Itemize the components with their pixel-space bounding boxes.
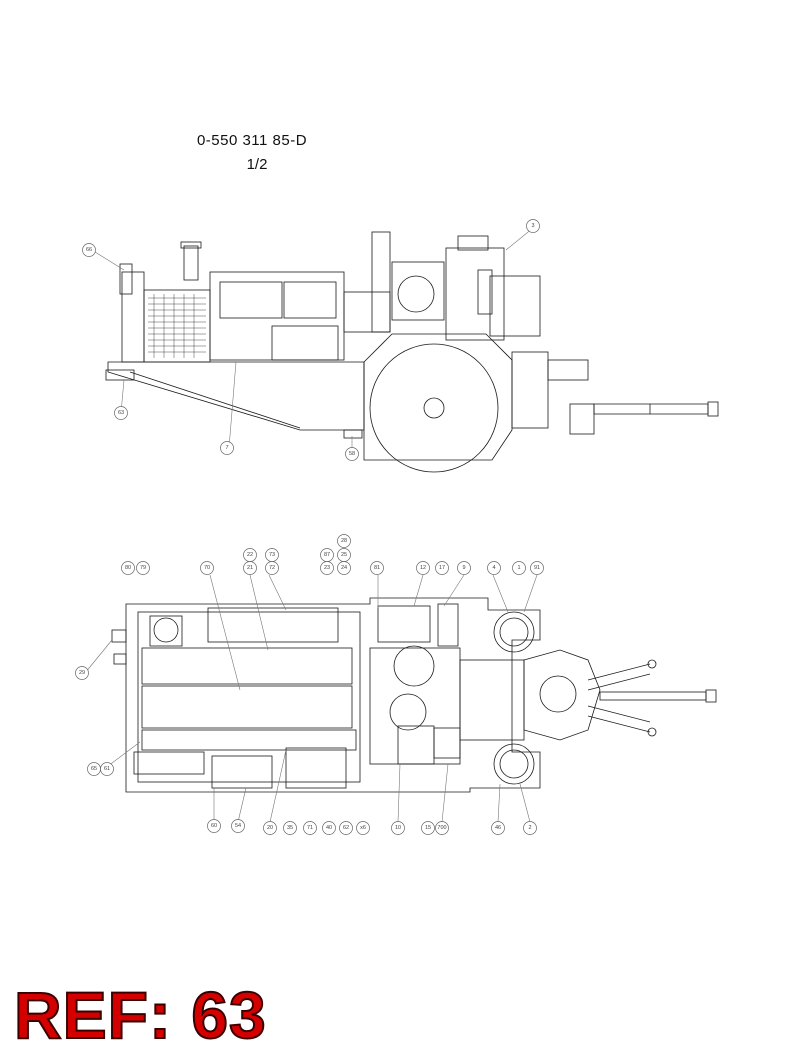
callout-balloon: 25: [337, 548, 351, 562]
callout-balloon: 20: [263, 821, 277, 835]
svg-text:58: 58: [349, 451, 355, 457]
top-view-callouts: 28 87 25 22 73 23 24 81 12 17 9 4 1 91 8…: [75, 534, 544, 835]
callout-balloon: 2: [523, 821, 537, 835]
callout-balloon: 46: [491, 821, 505, 835]
svg-text:15: 15: [425, 825, 431, 831]
svg-text:28: 28: [341, 538, 347, 544]
svg-text:17: 17: [439, 565, 445, 571]
callout-balloon: 4: [487, 561, 501, 575]
callout-balloon: 28: [337, 534, 351, 548]
svg-text:65: 65: [91, 766, 97, 772]
svg-text:23: 23: [324, 565, 330, 571]
callout-balloon: 10: [391, 821, 405, 835]
callout-balloon: 71: [303, 821, 317, 835]
svg-text:9: 9: [462, 565, 465, 571]
callout-balloon: 21: [243, 561, 257, 575]
svg-text:29: 29: [79, 670, 85, 676]
callout-balloon: 79: [136, 561, 150, 575]
svg-text:91: 91: [534, 565, 540, 571]
svg-text:66: 66: [86, 247, 92, 253]
callout-balloon: 60: [207, 819, 221, 833]
svg-text:12: 12: [420, 565, 426, 571]
svg-text:62: 62: [343, 825, 349, 831]
svg-text:35: 35: [287, 825, 293, 831]
svg-text:1: 1: [517, 565, 520, 571]
svg-text:20: 20: [267, 825, 273, 831]
svg-text:71: 71: [307, 825, 313, 831]
side-view: [105, 231, 719, 473]
callout-balloon: 15: [421, 821, 435, 835]
callout-balloon: 72: [265, 561, 279, 575]
callout-balloon: 70: [200, 561, 214, 575]
callout-balloon: 9: [457, 561, 471, 575]
svg-text:79: 79: [140, 565, 146, 571]
svg-text:10: 10: [395, 825, 401, 831]
callout-balloon: 35: [283, 821, 297, 835]
callout-balloon: 24: [337, 561, 351, 575]
svg-text:2: 2: [528, 825, 531, 831]
svg-text:x6: x6: [360, 825, 366, 831]
svg-text:25: 25: [341, 552, 347, 558]
callout-balloon: 22: [243, 548, 257, 562]
svg-text:70: 70: [204, 565, 210, 571]
document-number: 0-550 311 85-D: [196, 132, 308, 149]
callout-balloon: 7: [220, 441, 234, 455]
top-view: [111, 597, 717, 793]
svg-text:80: 80: [125, 565, 131, 571]
svg-text:54: 54: [235, 823, 241, 829]
svg-text:700: 700: [437, 825, 446, 831]
svg-text:63: 63: [118, 410, 124, 416]
callout-balloon: 54: [231, 819, 245, 833]
sheet-number: 1/2: [246, 156, 268, 173]
svg-text:40: 40: [326, 825, 332, 831]
svg-text:7: 7: [225, 445, 228, 451]
svg-text:46: 46: [495, 825, 501, 831]
callout-balloon: 87: [320, 548, 334, 562]
callout-balloon: 58: [345, 447, 359, 461]
callout-balloon: 73: [265, 548, 279, 562]
callout-balloon: 65: [87, 762, 101, 776]
callout-balloon: 66: [82, 243, 96, 257]
callout-balloon: 3: [526, 219, 540, 233]
svg-text:24: 24: [341, 565, 347, 571]
callout-balloon: 81: [370, 561, 384, 575]
callout-balloon: 700: [435, 821, 449, 835]
callout-balloon: 17: [435, 561, 449, 575]
callout-balloon: 1: [512, 561, 526, 575]
callout-balloon: x6: [356, 821, 370, 835]
svg-text:4: 4: [492, 565, 495, 571]
svg-text:87: 87: [324, 552, 330, 558]
callout-balloon: 61: [100, 762, 114, 776]
callout-balloon: 62: [339, 821, 353, 835]
callout-balloon: 91: [530, 561, 544, 575]
side-view-callouts: 66 3 63 7 58: [82, 219, 540, 461]
svg-text:61: 61: [104, 766, 110, 772]
svg-text:21: 21: [247, 565, 253, 571]
callout-balloon: 80: [121, 561, 135, 575]
svg-text:72: 72: [269, 565, 275, 571]
callout-balloon: 29: [75, 666, 89, 680]
callout-balloon: 40: [322, 821, 336, 835]
svg-text:60: 60: [211, 823, 217, 829]
svg-text:73: 73: [269, 552, 275, 558]
callout-balloon: 23: [320, 561, 334, 575]
callout-balloon: 63: [114, 406, 128, 420]
svg-text:81: 81: [374, 565, 380, 571]
callout-balloon: 12: [416, 561, 430, 575]
svg-text:3: 3: [531, 223, 534, 229]
svg-text:22: 22: [247, 552, 253, 558]
ref-label: REF: 63: [13, 978, 267, 1052]
